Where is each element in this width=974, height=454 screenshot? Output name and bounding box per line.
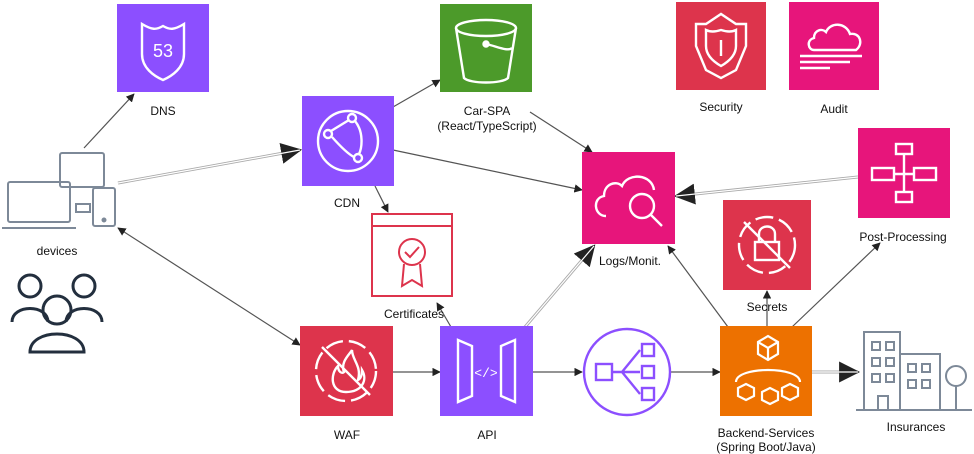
shield-icon	[694, 12, 748, 80]
secrets-manager-icon	[737, 215, 797, 275]
edge-devices-waf	[117, 227, 301, 346]
dns-tile	[117, 4, 209, 92]
node-logs[interactable]	[582, 152, 675, 244]
node-api[interactable]: </>	[440, 326, 533, 416]
logs-tile	[582, 152, 675, 244]
node-dns[interactable]: 53	[117, 4, 209, 92]
certificate-icon	[371, 213, 453, 297]
edge-carspa-logs	[529, 111, 593, 153]
waf-label: WAF	[333, 428, 361, 442]
cloudtrail-icon	[800, 23, 862, 70]
edge-backend-postproc	[791, 242, 881, 328]
devices-icon	[2, 152, 116, 229]
carspa-tile	[440, 4, 532, 92]
cloudfront-icon	[316, 109, 380, 173]
users-icon	[10, 273, 104, 354]
backend-sublabel: (Spring Boot/Java)	[716, 440, 816, 454]
node-audit[interactable]	[789, 2, 879, 90]
route53-icon: 53	[140, 21, 186, 82]
node-users	[10, 273, 104, 354]
api-tile	[440, 326, 533, 416]
logs-label: Logs/Monit.	[598, 254, 662, 268]
node-backend[interactable]	[720, 326, 812, 416]
edge-api-logs-inner	[524, 245, 595, 328]
devices-label: devices	[36, 244, 78, 258]
waf-icon	[314, 339, 378, 403]
s3-bucket-icon	[454, 18, 518, 84]
edge-devices-dns	[83, 93, 135, 149]
office-building-icon	[856, 331, 972, 411]
postproc-label: Post-Processing	[859, 230, 947, 244]
node-queue[interactable]	[582, 327, 672, 417]
certs-label: Certificates	[383, 307, 445, 321]
node-certs[interactable]	[371, 213, 453, 297]
insurances-label: Insurances	[886, 420, 946, 434]
fargate-icon	[734, 334, 802, 406]
edge-cdn-logs	[392, 149, 583, 193]
cdn-tile	[302, 96, 394, 186]
node-cdn[interactable]	[302, 96, 394, 186]
svg-text:</>: </>	[474, 366, 498, 381]
secrets-label: Secrets	[746, 300, 788, 314]
node-devices[interactable]	[2, 152, 116, 229]
node-secrets[interactable]	[723, 200, 811, 290]
edge-api-certs	[436, 302, 452, 328]
edge-backend-logs	[667, 245, 729, 328]
load-balancer-icon	[582, 327, 672, 417]
api-gateway-icon: </>	[456, 338, 517, 404]
carspa-label: Car-SPA	[463, 104, 511, 118]
node-waf[interactable]	[300, 326, 393, 416]
edge-cdn-certs	[374, 185, 389, 213]
audit-tile	[789, 2, 879, 90]
dns-label: DNS	[150, 104, 176, 118]
node-carspa[interactable]	[440, 4, 532, 92]
edge-postproc-logs-inner	[675, 176, 859, 197]
connectors	[83, 79, 881, 383]
edge-devices-cdn-inner	[117, 149, 301, 184]
cdn-label: CDN	[334, 196, 360, 210]
backend-label: Backend-Services	[717, 426, 815, 440]
node-postproc[interactable]	[858, 128, 950, 218]
api-label: API	[477, 428, 497, 442]
svg-text:53: 53	[153, 41, 173, 61]
step-functions-icon	[870, 142, 938, 204]
carspa-sublabel: (React/TypeScript)	[437, 119, 537, 133]
audit-label: Audit	[820, 102, 848, 116]
cloudwatch-icon	[594, 175, 663, 227]
node-security[interactable]	[676, 2, 766, 90]
security-label: Security	[699, 100, 743, 114]
edge-cdn-carspa	[392, 79, 441, 108]
node-insurances[interactable]	[856, 331, 972, 411]
